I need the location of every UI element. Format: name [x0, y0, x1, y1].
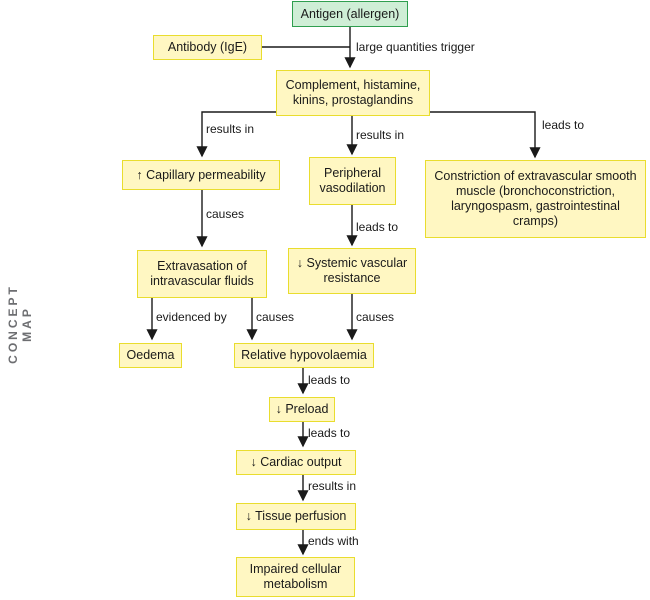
link-label-ends-with: ends with	[308, 534, 359, 548]
node-extravasation: Extravasation of intravascular fluids	[137, 250, 267, 298]
node-hypovolaemia: Relative hypovolaemia	[234, 343, 374, 368]
node-antibody: Antibody (IgE)	[153, 35, 262, 60]
link-label-large-quantities: large quantities trigger	[356, 40, 475, 54]
link-label-leads-to-preload: leads to	[308, 373, 351, 387]
link-label-causes-capillary: causes	[206, 207, 245, 221]
link-label-results-in-mid: results in	[356, 128, 405, 142]
link-label-results-in-left: results in	[206, 122, 255, 136]
node-preload: ↓ Preload	[269, 397, 335, 422]
link-label-causes-svr: causes	[356, 310, 395, 324]
node-mediators: Complement, histamine, kinins, prostagla…	[276, 70, 430, 116]
link-label-leads-to-right: leads to	[542, 118, 585, 132]
link-label-evidenced-by: evidenced by	[156, 310, 227, 324]
node-oedema: Oedema	[119, 343, 182, 368]
node-antigen: Antigen (allergen)	[292, 1, 408, 27]
link-label-leads-to-cardiac-output: leads to	[308, 426, 351, 440]
node-capillary: ↑ Capillary permeability	[122, 160, 280, 190]
node-impaired-metabolism: Impaired cellular metabolism	[236, 557, 355, 597]
node-tissue-perfusion: ↓ Tissue perfusion	[236, 503, 356, 530]
node-svr: ↓ Systemic vascular resistance	[288, 248, 416, 294]
link-label-results-in-tissue-perfusion: results in	[308, 479, 357, 493]
link-label-causes-extravasation: causes	[256, 310, 295, 324]
node-cardiac-output: ↓ Cardiac output	[236, 450, 356, 475]
connector-mediators-capillary	[196, 111, 276, 158]
node-constriction: Constriction of extravascular smooth mus…	[425, 160, 646, 238]
connector-mediators-constriction	[430, 111, 541, 159]
node-vasodilation: Peripheral vasodilation	[309, 157, 396, 205]
link-label-leads-to-svr: leads to	[356, 220, 399, 234]
